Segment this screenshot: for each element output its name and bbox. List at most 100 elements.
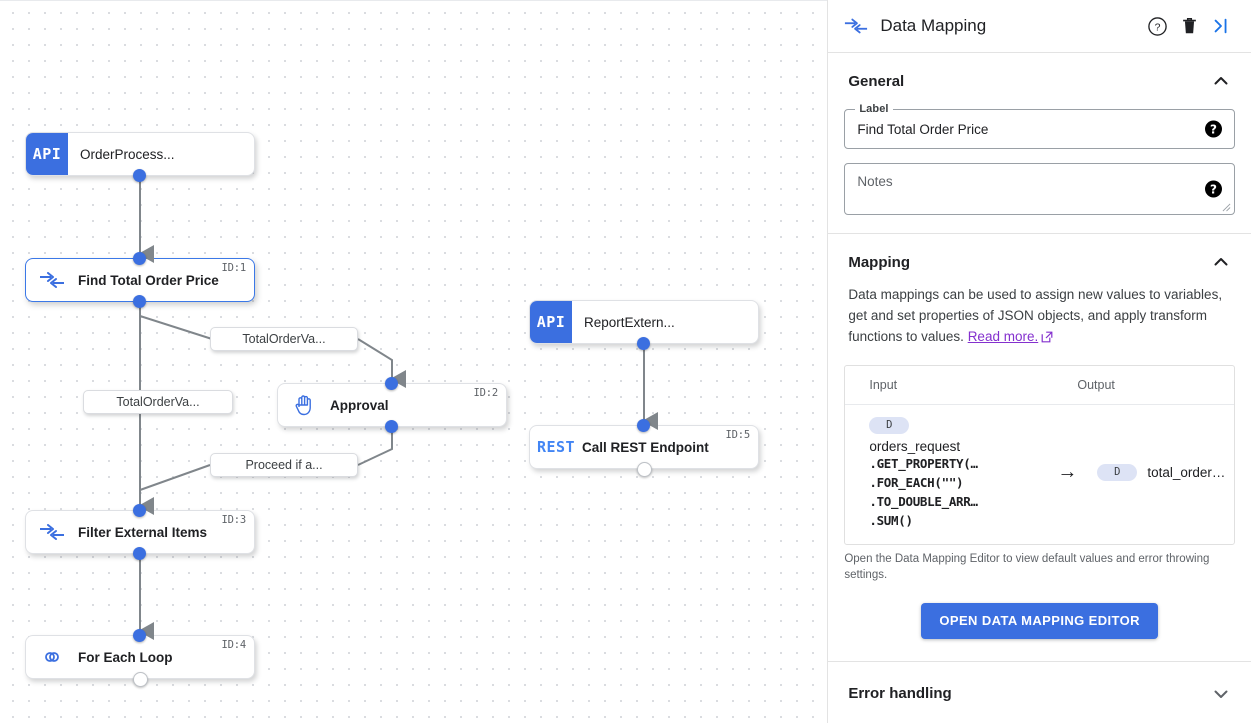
read-more-link[interactable]: Read more. — [967, 329, 1039, 344]
mapping-output-cell: D total_order… — [1089, 463, 1234, 481]
section-error-handling-header[interactable]: Error handling — [828, 662, 1251, 723]
input-transform-1: .GET_PROPERTY(… — [869, 455, 978, 471]
node-label: Approval — [330, 397, 389, 413]
node-for-each-loop[interactable]: For Each Loop ID:4 — [25, 635, 255, 679]
node-input-port[interactable] — [385, 377, 398, 390]
input-transform-2: .FOR_EACH("") — [869, 474, 964, 490]
section-title: General — [848, 72, 905, 90]
node-label: Find Total Order Price — [78, 272, 219, 288]
mapping-row[interactable]: D orders_request .GET_PROPERTY(… .FOR_EA… — [845, 405, 1234, 544]
loop-infinity-icon — [26, 649, 78, 665]
edge-label-text: Proceed if a... — [245, 458, 323, 472]
notes-field-wrap: Notes ? — [844, 163, 1235, 215]
edge-label[interactable]: Proceed if a... — [210, 453, 358, 477]
section-general-header[interactable]: General — [828, 53, 1251, 103]
node-output-port[interactable] — [133, 547, 146, 560]
node-output-port[interactable] — [385, 420, 398, 433]
resize-handle-icon[interactable] — [1222, 203, 1231, 212]
svg-text:?: ? — [1154, 21, 1160, 33]
mapping-description: Data mappings can be used to assign new … — [828, 284, 1251, 359]
properties-panel: Data Mapping ? — [828, 0, 1251, 723]
chevron-up-icon[interactable] — [1211, 252, 1231, 272]
node-call-rest-endpoint[interactable]: REST Call REST Endpoint ID:5 — [529, 425, 759, 469]
section-mapping: Mapping Data mappings can be used to ass… — [828, 234, 1251, 662]
column-header-input: Input — [869, 378, 898, 392]
node-label: Filter External Items — [78, 524, 208, 540]
panel-header: Data Mapping ? — [828, 0, 1251, 53]
section-general: General Label Find Total Order Price ? N… — [828, 53, 1251, 234]
node-input-port[interactable] — [133, 504, 146, 517]
workflow-canvas[interactable]: TotalOrderVa... TotalOrderVa... Proceed … — [0, 0, 829, 723]
node-input-port[interactable] — [133, 252, 146, 265]
node-find-total-order-price[interactable]: Find Total Order Price ID:1 — [25, 258, 255, 302]
rest-badge: REST — [536, 438, 576, 456]
edge-label[interactable]: TotalOrderVa... — [210, 327, 358, 351]
chevron-down-icon[interactable] — [1211, 684, 1231, 704]
node-id-badge: ID:4 — [221, 639, 247, 651]
mapping-arrow-icon: → — [1057, 460, 1078, 483]
data-mapping-icon — [26, 272, 78, 288]
node-id-badge: ID:1 — [221, 262, 247, 274]
label-field-wrap: Label Find Total Order Price ? — [844, 103, 1235, 149]
api-badge: API — [530, 301, 572, 343]
node-order-process[interactable]: API OrderProcess... — [25, 132, 255, 176]
mapping-description-text: Data mappings can be used to assign new … — [848, 287, 1223, 344]
node-id-badge: ID:5 — [725, 429, 751, 441]
edge-label-text: TotalOrderVa... — [116, 395, 200, 409]
mapping-note: Open the Data Mapping Editor to view def… — [844, 552, 1210, 581]
label-field-caption: Label — [855, 103, 893, 115]
node-output-port[interactable] — [133, 295, 146, 308]
input-transform-3: .TO_DOUBLE_ARR… — [869, 493, 978, 509]
input-variable-name: orders_request — [869, 438, 961, 454]
node-id-badge: ID:3 — [221, 514, 247, 526]
panel-body: General Label Find Total Order Price ? N… — [828, 53, 1251, 723]
open-data-mapping-editor-button[interactable]: OPEN DATA MAPPING EDITOR — [921, 602, 1158, 639]
edge-label[interactable]: TotalOrderVa... — [83, 390, 233, 414]
node-label: For Each Loop — [78, 649, 173, 665]
help-icon[interactable]: ? — [1205, 180, 1222, 198]
connector-wires — [138, 176, 658, 640]
node-output-port[interactable] — [637, 462, 652, 477]
output-type-chip: D — [1097, 463, 1138, 481]
section-title: Error handling — [848, 685, 952, 702]
edge-label-text: TotalOrderVa... — [242, 332, 326, 346]
node-output-port[interactable] — [133, 169, 146, 182]
node-label: OrderProcess... — [80, 146, 175, 162]
node-input-port[interactable] — [637, 419, 650, 432]
node-input-port[interactable] — [133, 629, 146, 642]
input-transform-4: .SUM() — [869, 512, 913, 528]
column-header-output: Output — [1077, 378, 1115, 392]
mapping-table: Input Output D orders_request .GET_PROPE… — [844, 365, 1235, 545]
delete-icon[interactable] — [1173, 10, 1205, 42]
node-report-external[interactable]: API ReportExtern... — [529, 300, 759, 344]
label-input[interactable]: Label Find Total Order Price ? — [844, 103, 1235, 149]
output-variable-name: total_order… — [1147, 464, 1226, 480]
section-mapping-header[interactable]: Mapping — [828, 234, 1251, 284]
canvas-top-divider — [0, 0, 828, 1]
section-title: Mapping — [848, 253, 910, 271]
notes-input[interactable]: Notes ? — [844, 163, 1235, 215]
node-output-port[interactable] — [637, 337, 650, 350]
node-approval[interactable]: Approval ID:2 — [277, 383, 507, 427]
section-error-handling: Error handling — [828, 662, 1251, 723]
mapping-button-wrap: OPEN DATA MAPPING EDITOR — [828, 583, 1251, 661]
help-icon[interactable]: ? — [1205, 120, 1222, 138]
chevron-up-icon[interactable] — [1211, 71, 1231, 91]
node-output-port[interactable] — [133, 672, 148, 687]
data-mapping-icon — [844, 18, 874, 34]
external-link-icon[interactable] — [1041, 328, 1053, 349]
hand-icon — [278, 394, 330, 416]
label-field-value: Find Total Order Price — [857, 121, 989, 137]
node-label: ReportExtern... — [584, 314, 675, 330]
mapping-input-cell: D orders_request .GET_PROPERTY(… .FOR_EA… — [845, 415, 1045, 530]
node-id-badge: ID:2 — [473, 387, 499, 399]
mapping-table-header: Input Output — [845, 366, 1234, 405]
notes-placeholder: Notes — [857, 174, 893, 189]
api-badge: API — [26, 133, 68, 175]
node-label: Call REST Endpoint — [582, 439, 709, 455]
input-type-chip: D — [869, 416, 910, 434]
help-icon[interactable]: ? — [1141, 10, 1173, 42]
panel-title: Data Mapping — [880, 16, 987, 35]
collapse-panel-icon[interactable] — [1205, 10, 1237, 42]
